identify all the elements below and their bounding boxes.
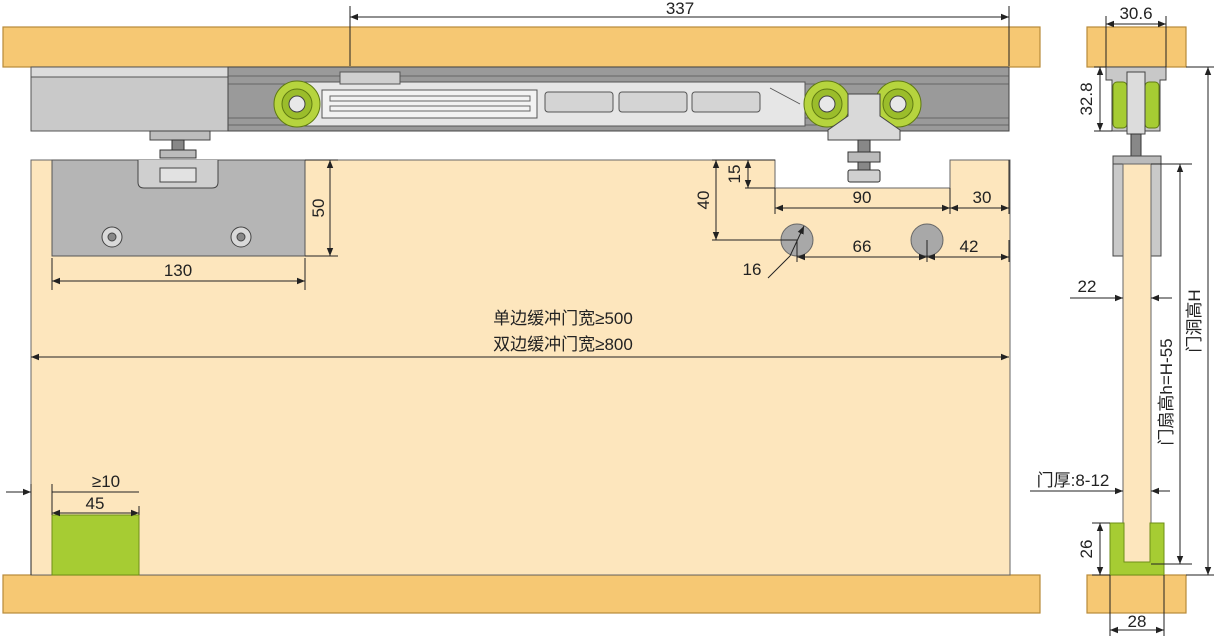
dim-hole-end: 42	[960, 237, 979, 256]
dim-hole-vertical: 40	[694, 191, 713, 210]
side-view: 30.6 32.8 22 门扇高h=H-55 门洞高H 门厚:8-12 26	[1030, 4, 1214, 636]
dim-door-thickness: 门厚:8-12	[1037, 471, 1110, 490]
side-top-wood	[1086, 26, 1187, 68]
dim-side-track-height: 32.8	[1077, 82, 1096, 115]
dim-side-guide-width: 28	[1128, 612, 1147, 631]
damper-mechanism	[299, 71, 806, 127]
side-floor-wood	[1086, 574, 1187, 614]
dim-bracket-width: 130	[164, 261, 192, 280]
dim-notch-depth: 15	[725, 165, 744, 184]
dim-opening-height: 门洞高H	[1185, 289, 1204, 352]
mounting-plate	[51, 159, 306, 257]
floor-guide	[51, 514, 140, 576]
roller-left	[273, 80, 321, 128]
floor-wood-beam	[2, 574, 1041, 614]
side-track-profile	[1105, 66, 1167, 157]
side-door-panel	[1122, 163, 1152, 565]
dim-hole-diameter: 16	[743, 260, 762, 279]
dim-notch-width: 90	[853, 188, 872, 207]
side-floor-guide	[1109, 522, 1165, 576]
dim-bracket-height: 50	[309, 199, 328, 218]
roller-right	[874, 80, 922, 128]
dim-guide-width: 45	[86, 494, 105, 513]
top-wood-beam	[2, 26, 1041, 68]
dim-guide-clearance: ≥10	[92, 472, 120, 491]
front-view: 337 130 50 15 40 90 30 16	[2, 0, 1041, 614]
door-panel	[30, 159, 1011, 576]
note-single-buffer: 单边缓冲门宽≥500	[493, 309, 633, 328]
note-double-buffer: 双边缓冲门宽≥800	[493, 335, 633, 354]
dim-hole-spacing: 66	[853, 237, 872, 256]
dim-side-gap: 22	[1078, 277, 1097, 296]
dim-side-top-width: 30.6	[1119, 4, 1152, 23]
dim-track-length: 337	[666, 0, 694, 18]
dim-door-height: 门扇高h=H-55	[1157, 338, 1176, 445]
dim-notch-end: 30	[973, 188, 992, 207]
roller-middle	[803, 80, 851, 128]
right-hanger-bracket	[827, 93, 901, 183]
dim-side-guide-height: 26	[1077, 540, 1096, 559]
left-hanger	[149, 130, 211, 159]
